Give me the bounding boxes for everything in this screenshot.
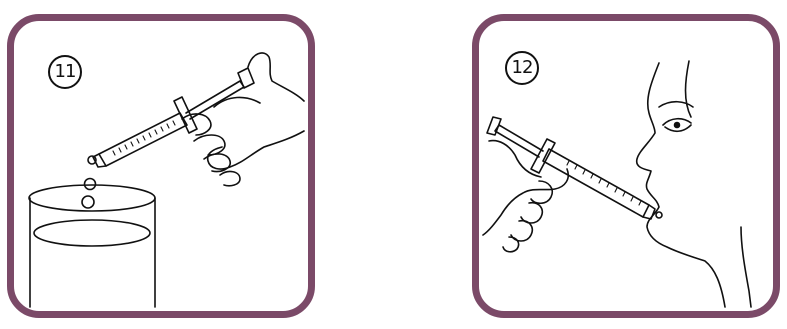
step-12-panel: 12: [472, 14, 780, 318]
hand: [208, 53, 304, 169]
syringe-into-mouth-icon: [479, 21, 773, 311]
drop: [85, 179, 96, 190]
cup: [30, 198, 155, 307]
face-profile: [637, 63, 725, 307]
water-surface: [34, 220, 150, 246]
head-back: [686, 61, 692, 117]
graduation-marks: [567, 161, 641, 205]
syringe-flange: [531, 139, 555, 173]
drop: [82, 196, 94, 208]
syringe-barrel: [543, 149, 649, 217]
syringe-barrel: [99, 113, 187, 166]
graduation-marks: [113, 121, 175, 155]
plunger-cap: [238, 68, 254, 88]
jaw: [741, 227, 751, 307]
syringe-plunger: [495, 125, 543, 157]
step-11-panel: 11: [7, 14, 315, 318]
syringe-drip-into-cup-icon: [14, 21, 308, 311]
plunger-cap: [487, 117, 501, 135]
